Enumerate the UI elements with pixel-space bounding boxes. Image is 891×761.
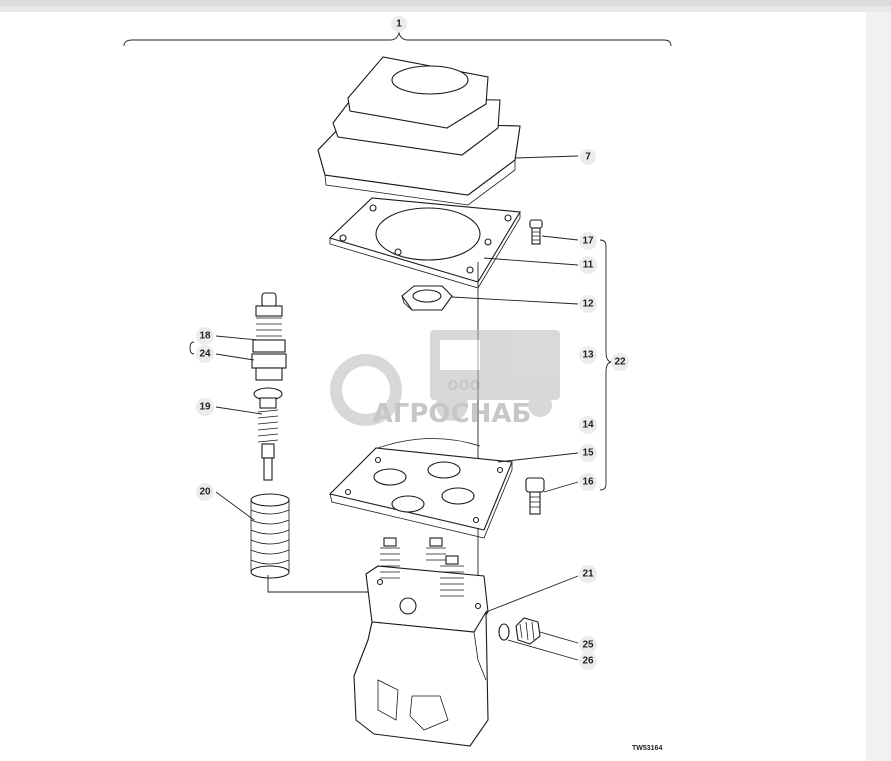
spring-rod-part <box>253 387 283 481</box>
svg-text:13: 13 <box>582 350 594 361</box>
assembly-bracket <box>123 31 672 47</box>
callout-13: 13 <box>579 346 597 364</box>
watermark-brand: АГРОСНАБ <box>373 399 532 429</box>
svg-text:17: 17 <box>582 236 594 247</box>
svg-text:20: 20 <box>199 487 211 498</box>
svg-text:12: 12 <box>582 299 594 310</box>
plunger-assembly-part <box>251 292 287 381</box>
watermark-prefix: ООО <box>447 379 480 394</box>
figure-reference: TW53164 <box>632 745 662 752</box>
svg-text:7: 7 <box>585 152 591 163</box>
callout-21: 21 <box>579 565 597 583</box>
plug-25-part <box>498 617 541 645</box>
callout-16: 16 <box>579 473 597 491</box>
callout-1: 1 <box>391 16 407 32</box>
callout-15: 15 <box>579 444 597 462</box>
svg-text:19: 19 <box>199 402 211 413</box>
svg-text:22: 22 <box>614 357 626 368</box>
svg-text:11: 11 <box>583 260 594 271</box>
callout-12: 12 <box>579 295 597 313</box>
callout-7: 7 <box>580 149 596 165</box>
cup-14-part <box>377 438 481 449</box>
callout-20: 20 <box>196 483 214 501</box>
svg-text:14: 14 <box>582 420 594 431</box>
svg-text:25: 25 <box>582 640 594 651</box>
callout-24: 24 <box>196 345 214 363</box>
svg-text:24: 24 <box>199 349 211 360</box>
callout-26: 26 <box>579 652 597 670</box>
callout-19: 19 <box>196 398 214 416</box>
callout-25: 25 <box>579 636 597 654</box>
svg-text:26: 26 <box>582 656 594 667</box>
valve-housing-part <box>353 537 489 747</box>
callout-14: 14 <box>579 416 597 434</box>
guide-plate-part <box>328 447 513 539</box>
spring-20-part <box>250 493 290 579</box>
nut-12-part <box>401 285 453 311</box>
rubber-boot-part <box>317 56 521 206</box>
gasket-plate-part <box>328 197 521 289</box>
svg-text:1: 1 <box>396 19 402 30</box>
callout-11: 11 <box>579 256 597 274</box>
watermark-logo: ООО АГРОСНАБ <box>330 330 560 429</box>
callout-18: 18 <box>196 327 214 345</box>
svg-text:21: 21 <box>582 569 594 580</box>
callout-17: 17 <box>579 232 597 250</box>
screw-17-part <box>529 219 543 245</box>
svg-text:15: 15 <box>582 448 594 459</box>
svg-text:18: 18 <box>199 331 211 342</box>
screw-16-part <box>525 477 545 515</box>
browser-top-strip <box>0 0 891 6</box>
right-gutter <box>866 12 891 761</box>
svg-text:16: 16 <box>582 477 594 488</box>
callout-22: 22 <box>611 353 629 371</box>
